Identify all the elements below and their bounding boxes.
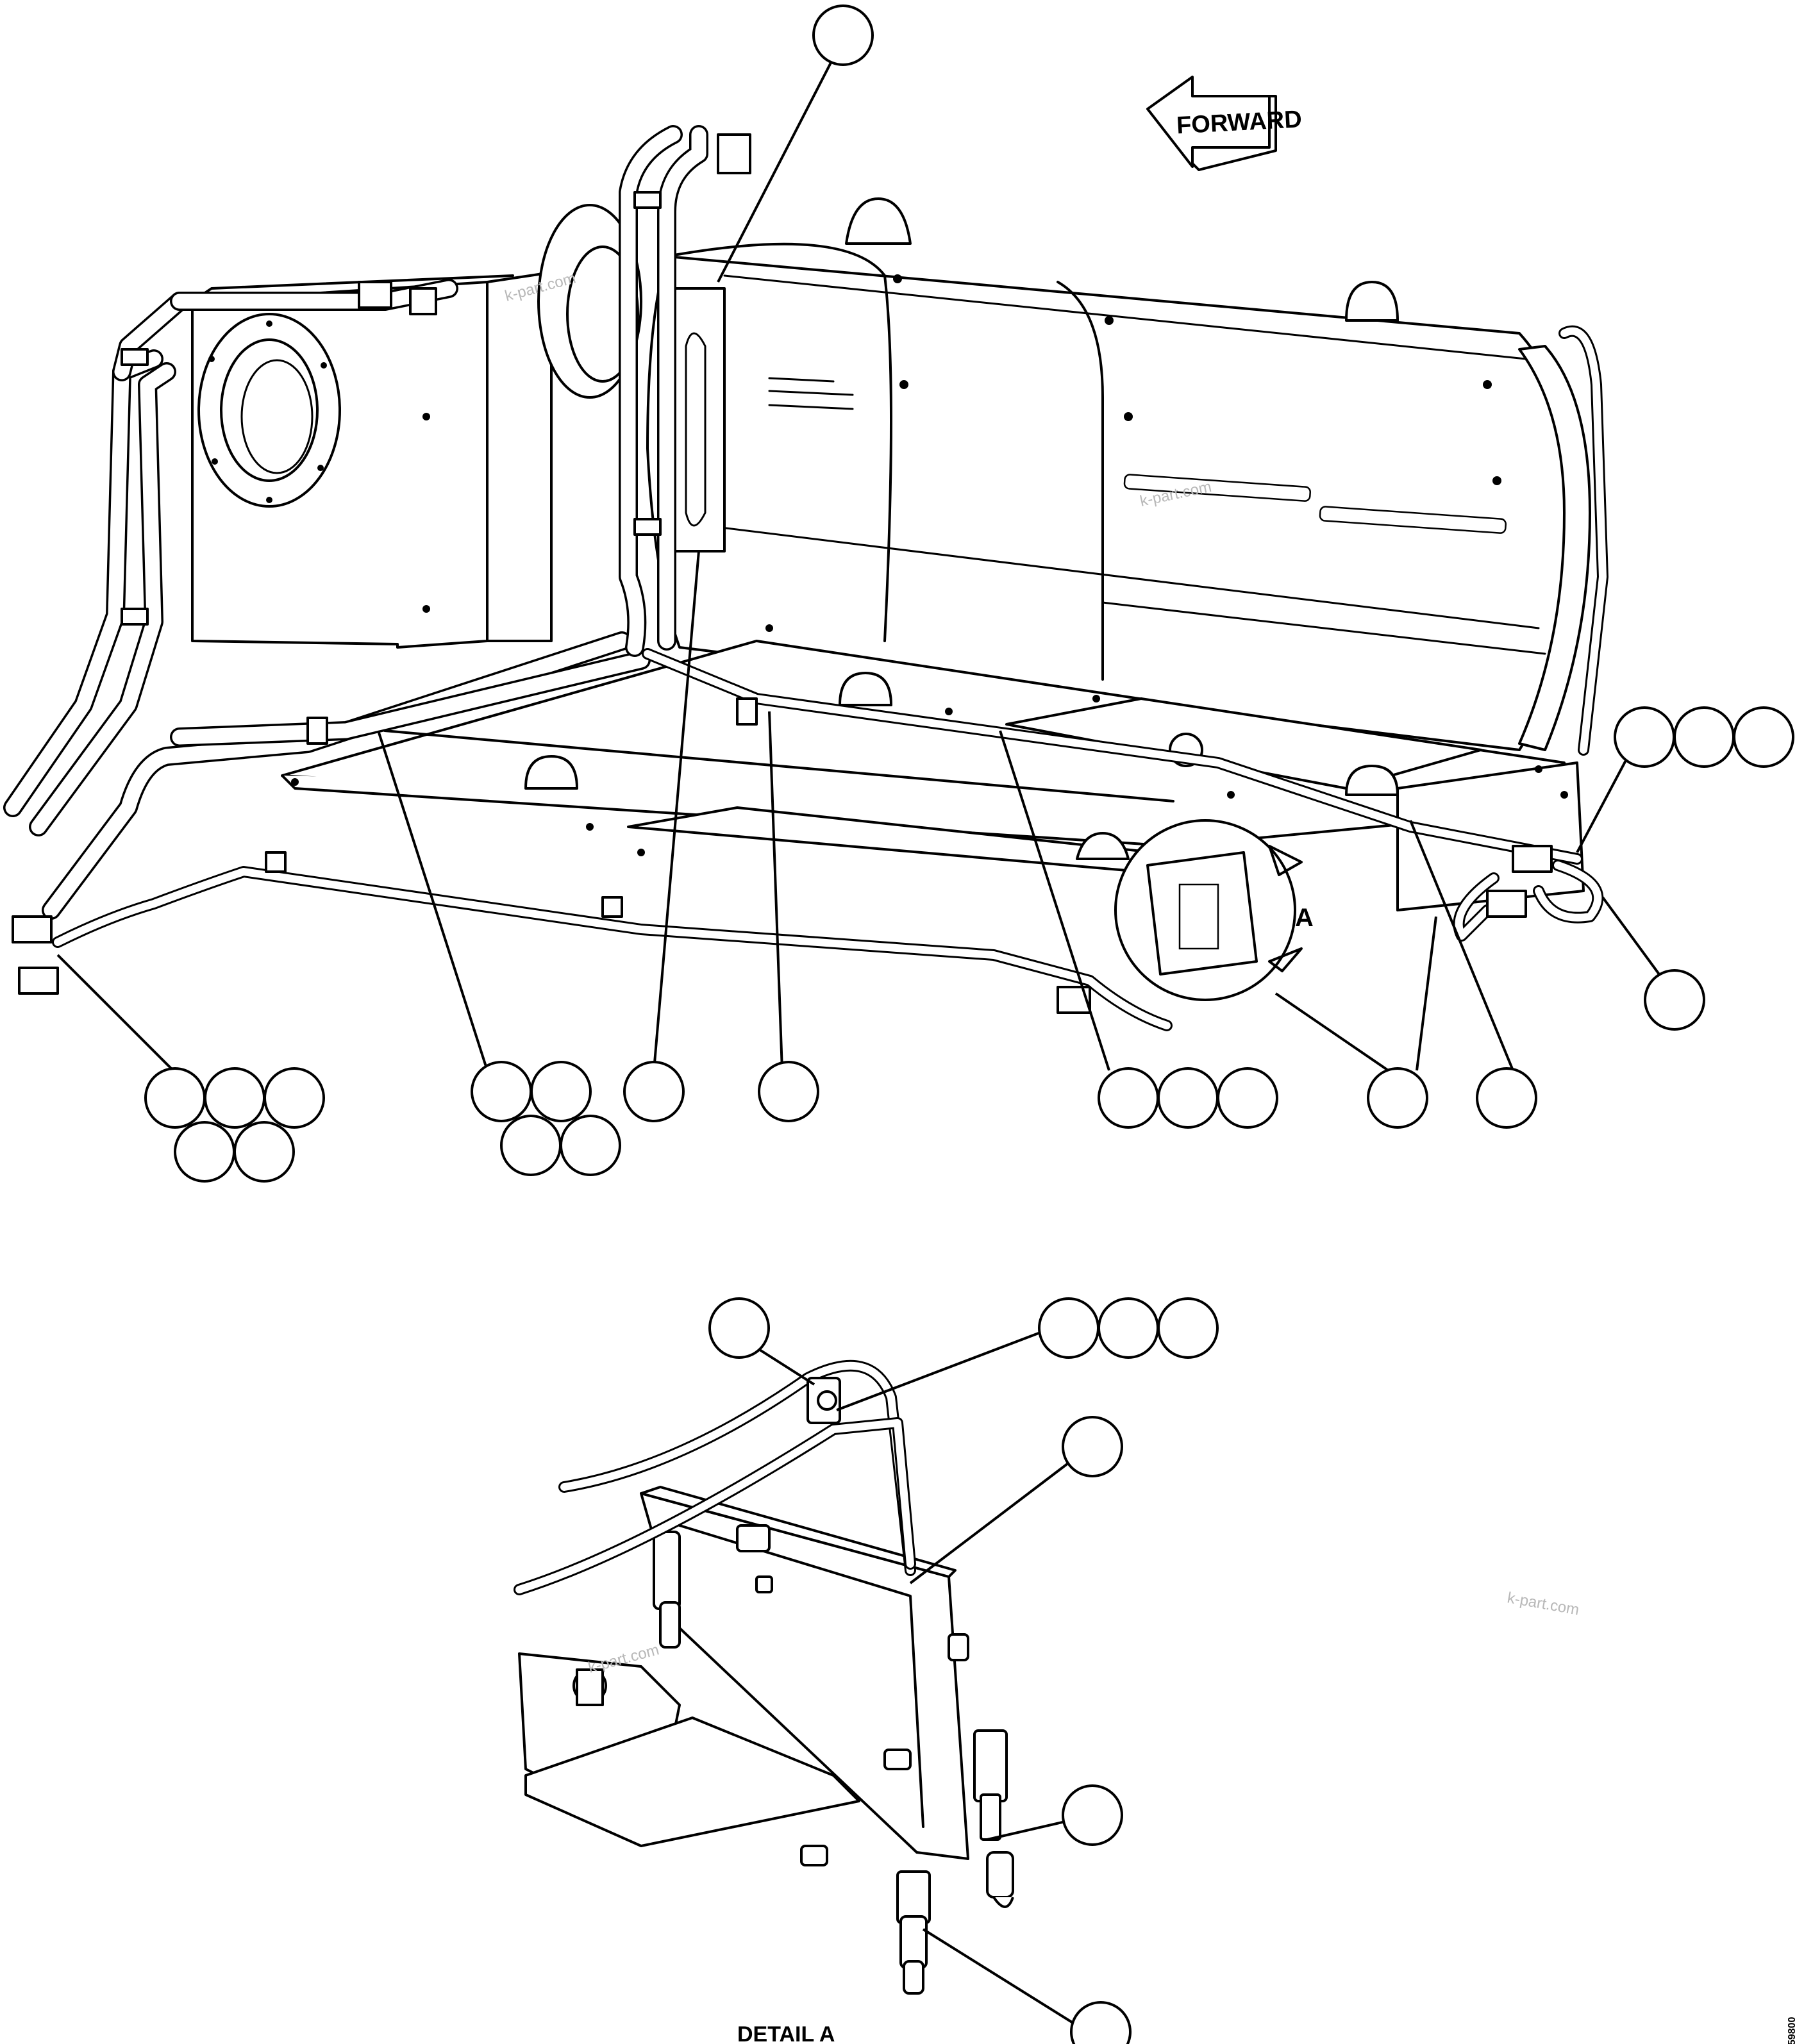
callout-bubble: [1098, 1067, 1159, 1129]
detail-a-view: DETAIL A: [514, 1297, 1219, 2044]
callout-bubble: [1062, 1784, 1123, 1846]
detail-a-marker: A: [1295, 904, 1314, 932]
callout-bubble: [708, 1297, 770, 1359]
callout-bubble: [1070, 2001, 1132, 2044]
forward-direction-arrow: FORWARD: [1146, 76, 1303, 171]
detail-a-title: DETAIL A: [737, 2022, 835, 2044]
callout-bubble: [500, 1115, 562, 1176]
forward-label: FORWARD: [1176, 106, 1303, 139]
callout-bubble: [1062, 1416, 1123, 1477]
callout-bubble: [1157, 1067, 1219, 1129]
main-assembly-view: A: [3, 4, 1794, 1183]
detail-connector: [973, 1729, 1014, 1908]
callout-bubble: [174, 1121, 235, 1183]
main-canister: [537, 197, 1591, 751]
callout-bubble: [1098, 1297, 1159, 1359]
callout-bubble: [144, 1067, 206, 1129]
detail-bolts: [736, 1524, 969, 1866]
left-housing: [191, 271, 553, 649]
detail-bottom-sensor: [896, 1870, 931, 1995]
callout-bubble: [233, 1121, 295, 1183]
detail-callouts: [708, 1297, 1219, 2044]
callout-bubble: [471, 1061, 532, 1122]
callout-bubble: [1217, 1067, 1278, 1129]
detail-sensor: [653, 1531, 681, 1649]
callout-bubble: [263, 1067, 325, 1129]
detail-a-callout-circle: A: [1114, 819, 1314, 1001]
callout-bubble: [1733, 706, 1794, 768]
figure-code: 659800: [1787, 2017, 1798, 2044]
main-callouts: [144, 4, 1794, 1183]
watermark: k-part.com: [1506, 1589, 1580, 1618]
callout-bubble: [1673, 706, 1735, 768]
callout-bubble: [758, 1061, 819, 1122]
callout-bubble: [204, 1067, 265, 1129]
callout-bubble: [560, 1115, 621, 1176]
callout-bubble: [1157, 1297, 1219, 1359]
callout-bubble: [1367, 1067, 1428, 1129]
callout-bubble: [623, 1061, 685, 1122]
wiring-harness: [3, 125, 1608, 1031]
callout-bubble: [1038, 1297, 1099, 1359]
callout-bubble: [812, 4, 874, 66]
callout-bubble: [1614, 706, 1675, 768]
callout-bubble: [530, 1061, 592, 1122]
callout-bubble: [1644, 969, 1705, 1031]
callout-bubble: [1476, 1067, 1537, 1129]
